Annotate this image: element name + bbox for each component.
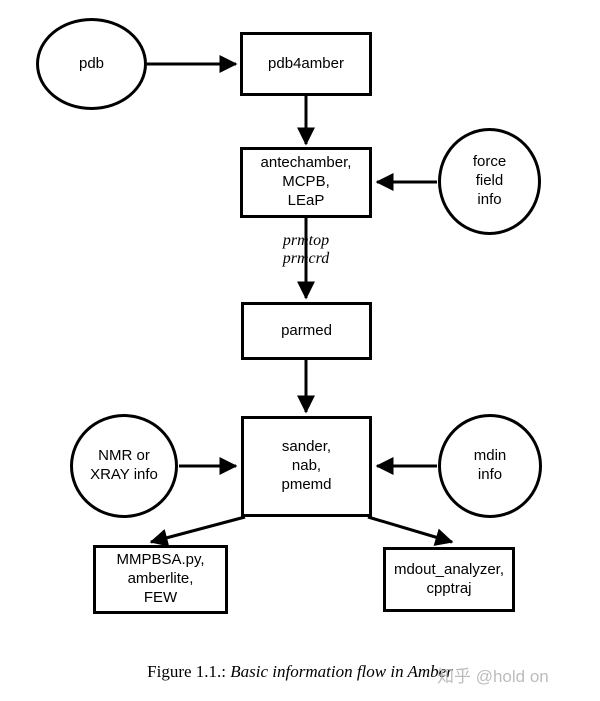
node-pdb4amber[interactable]: pdb4amber [240,32,372,96]
node-mdout-analyzer-cpptraj[interactable]: mdout_analyzer, cpptraj [383,547,515,612]
node-parmed[interactable]: parmed [241,302,372,360]
node-antechamber-mcpb-leap[interactable]: antechamber, MCPB, LEaP [240,147,372,218]
node-nmr-or-xray-info[interactable]: NMR or XRAY info [70,414,178,518]
edge-label-prmtop-prmcrd: prmtop prmcrd [282,232,330,268]
zhihu-watermark: 知乎 @hold on [437,667,549,686]
figure-caption-prefix: Figure 1.1.: [147,662,227,681]
node-sander-nab-pmemd[interactable]: sander, nab, pmemd [241,416,372,517]
edge-sander-to-mdout [367,515,454,546]
figure-caption-title: Basic information flow in Amber [230,662,453,681]
node-mmpbsa-amberlite-few[interactable]: MMPBSA.py, amberlite, FEW [93,545,228,614]
edge-sander-to-mmpbsa [149,515,246,547]
figure-caption: Figure 1.1.: Basic information flow in A… [0,662,600,682]
node-pdb[interactable]: pdb [36,18,147,110]
node-force-field-info[interactable]: force field info [438,128,541,235]
node-mdin-info[interactable]: mdin info [438,414,542,518]
